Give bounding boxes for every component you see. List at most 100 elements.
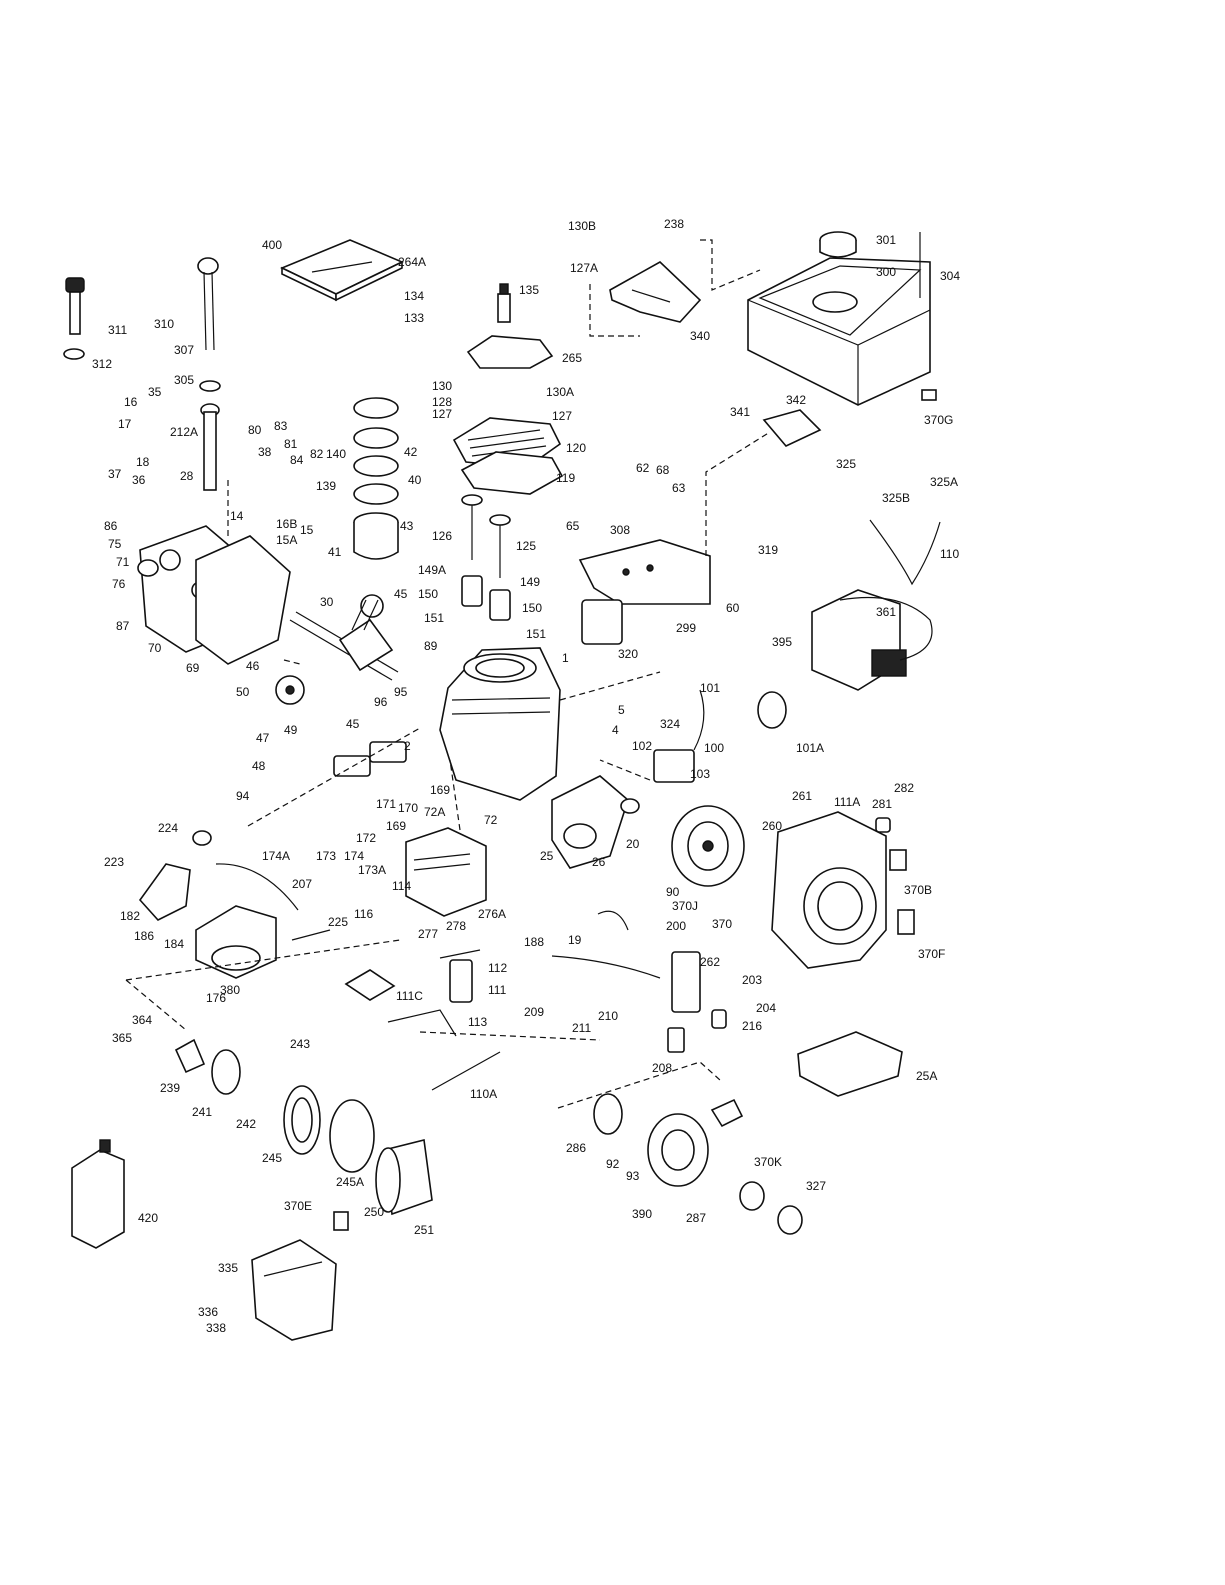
- air-cleaner-body-241[interactable]: [211, 1049, 241, 1095]
- part-number-label: 36: [132, 473, 146, 487]
- crankshaft-30[interactable]: [289, 611, 399, 681]
- part-number-label: 20: [626, 837, 640, 851]
- part-number-label: 287: [686, 1211, 706, 1225]
- throttle-bracket-341[interactable]: [762, 409, 822, 447]
- recoil-starter-390[interactable]: [647, 1113, 709, 1187]
- gasket-224: [192, 830, 212, 846]
- part-number-label: 127A: [570, 261, 598, 275]
- part-number-label: 130B: [568, 219, 596, 233]
- part-number-label: 261: [792, 789, 812, 803]
- flywheel-90[interactable]: [671, 805, 745, 887]
- terminal-208[interactable]: [667, 1027, 685, 1053]
- air-filter-245[interactable]: [283, 1085, 321, 1155]
- pre-cleaner-245A[interactable]: [329, 1099, 375, 1173]
- valve-125[interactable]: [489, 514, 511, 578]
- part-number-label: 101A: [796, 741, 824, 755]
- valve-126[interactable]: [461, 494, 483, 560]
- connecting-rod-45[interactable]: [351, 594, 384, 631]
- ignition-armature-111[interactable]: [439, 949, 481, 1003]
- carburetor-control-395[interactable]: [811, 589, 907, 691]
- part-number-label: 264A: [398, 255, 426, 269]
- control-bracket-200[interactable]: [671, 951, 701, 1013]
- part-number-label: 150: [418, 587, 438, 601]
- intake-elbow-223[interactable]: [138, 863, 191, 921]
- part-number-label: 92: [606, 1157, 620, 1171]
- intake-manifold-gasket-171[interactable]: [333, 741, 407, 777]
- part-number-label: 82: [310, 447, 324, 461]
- part-number-label: 370: [712, 917, 732, 931]
- starter-cup-286[interactable]: [593, 1093, 623, 1135]
- part-number-label: 45: [346, 717, 360, 731]
- part-number-label: 130: [432, 379, 452, 393]
- starter-handle-327[interactable]: [777, 1205, 803, 1235]
- part-number-label: 40: [408, 473, 422, 487]
- part-number-label: 282: [894, 781, 914, 795]
- starter-handle-bracket[interactable]: [710, 1098, 744, 1128]
- head-gasket-119[interactable]: [460, 451, 564, 495]
- label-tag-370G: [921, 389, 937, 401]
- part-number-label: 335: [218, 1261, 238, 1275]
- part-number-label: 250: [364, 1205, 384, 1219]
- gasket-320[interactable]: [581, 599, 623, 645]
- fuel-tank-bracket-340[interactable]: [609, 261, 702, 323]
- part-number-label: 251: [414, 1223, 434, 1237]
- part-number-label: 176: [206, 991, 226, 1005]
- carburetor-380[interactable]: [195, 905, 277, 979]
- piston-rings-42[interactable]: [353, 397, 399, 505]
- shroud-25A[interactable]: [797, 1031, 903, 1097]
- oil-bottle-420[interactable]: [71, 1139, 125, 1249]
- dipstick-tube-310[interactable]: [197, 257, 219, 351]
- part-number-label: 207: [292, 877, 312, 891]
- part-number-label: 80: [248, 423, 262, 437]
- ignition-coil-100[interactable]: [653, 689, 705, 783]
- part-number-label: 361: [876, 605, 896, 619]
- ground-wire: [387, 1009, 457, 1037]
- part-number-label: 276A: [478, 907, 506, 921]
- dipstick-311[interactable]: [65, 277, 85, 335]
- part-number-label: 60: [726, 601, 740, 615]
- primer-281[interactable]: [875, 817, 891, 833]
- part-number-label: 5: [618, 703, 625, 717]
- gasket-set-box[interactable]: [280, 239, 404, 302]
- valve-springs[interactable]: [461, 575, 511, 621]
- control-cable: [839, 596, 933, 661]
- fuel-tank[interactable]: [747, 257, 931, 406]
- part-number-label: 81: [284, 437, 298, 451]
- part-number-label: 101: [700, 681, 720, 695]
- air-cleaner-cover-250[interactable]: [375, 1139, 433, 1216]
- spark-plug-135[interactable]: [497, 283, 511, 323]
- part-number-label: 301: [876, 233, 896, 247]
- part-number-label: 149A: [418, 563, 446, 577]
- part-number-label: 135: [519, 283, 539, 297]
- part-number-label: 71: [116, 555, 130, 569]
- part-number-label: 370K: [754, 1155, 782, 1169]
- part-number-label: 16B: [276, 517, 297, 531]
- part-number-label: 308: [610, 523, 630, 537]
- part-number-label: 50: [236, 685, 250, 699]
- part-number-label: 83: [274, 419, 288, 433]
- crankcase-gasket-69[interactable]: [195, 535, 291, 665]
- oil-fill-tube-305[interactable]: [200, 403, 220, 491]
- cylinder-block-1[interactable]: [439, 647, 561, 801]
- part-number-label: 312: [92, 357, 112, 371]
- muffler-276A[interactable]: [405, 827, 487, 917]
- part-number-label: 133: [404, 311, 424, 325]
- spring-19: [597, 910, 629, 931]
- stop-switch-216[interactable]: [711, 1009, 727, 1029]
- cam-gear-50[interactable]: [275, 675, 305, 705]
- heat-shield-335[interactable]: [251, 1239, 337, 1341]
- part-number-label: 174: [344, 849, 364, 863]
- breather-assembly-308[interactable]: [578, 539, 711, 605]
- piston-41[interactable]: [353, 512, 399, 560]
- o-ring-370K: [739, 1181, 765, 1211]
- part-number-label: 49: [284, 723, 298, 737]
- wire-188: [551, 955, 661, 979]
- head-bracket-265[interactable]: [466, 335, 554, 369]
- blower-housing-260[interactable]: [771, 811, 887, 969]
- part-number-label: 111C: [396, 989, 423, 1003]
- mounting-plate-25[interactable]: [551, 775, 629, 869]
- fuel-cap[interactable]: [819, 231, 857, 258]
- part-number-label: 1: [562, 651, 569, 665]
- part-number-label: 265: [562, 351, 582, 365]
- o-ring-312: [63, 348, 85, 360]
